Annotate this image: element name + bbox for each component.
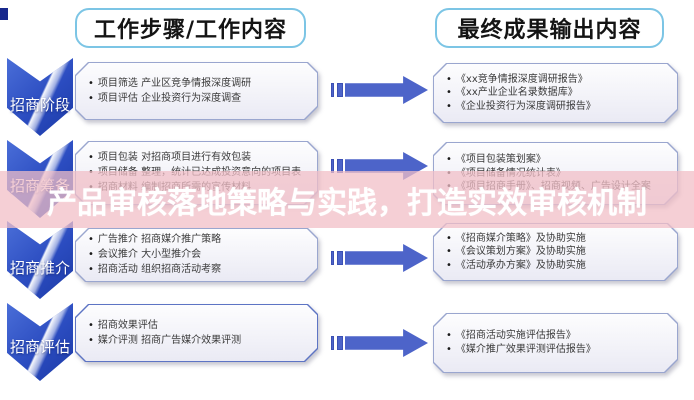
output-item: 《项目包装策划案》 — [446, 154, 671, 166]
output-item: 《招商活动实施评估报告》 — [446, 330, 671, 342]
work-item: 会议推介 大小型推介会 — [88, 249, 311, 261]
work-box-row3: 广告推介 招商媒介推广策略 会议推介 大小型推介会 招商活动 组织招商活动考察 — [75, 228, 318, 282]
final-output-header: 最终成果输出内容 — [435, 8, 664, 48]
work-item: 招商效果评估 — [88, 320, 311, 332]
work-box-row4: 招商效果评估 媒介评测 招商广告媒介效果评测 — [75, 304, 318, 362]
work-item: 媒介评测 招商广告媒介效果评测 — [88, 335, 311, 347]
output-box-row3: 《招商媒介策略》及协助实施 《会议策划方案》及协助实施 《活动承办方案》及协助实… — [433, 223, 678, 281]
banner-title: 产品审核落地策略与实践，打造实效审核机制 — [47, 185, 647, 221]
output-item: 《媒介推广效果评测评估报告》 — [446, 344, 671, 356]
output-item: 《xx产业企业名录数据库》 — [446, 87, 671, 99]
stage-label-recruit-phase: 招商阶段 — [9, 96, 70, 114]
stage-label-recruit-eval: 招商评估 — [9, 338, 70, 356]
work-box-row1: 项目筛选 产业区竞争情报深度调研 项目评估 企业投资行为深度调查 — [75, 62, 318, 120]
output-box-row4: 《招商活动实施评估报告》 《媒介推广效果评测评估报告》 — [433, 313, 678, 373]
stage-label-recruit-promo: 招商推介 — [9, 259, 70, 277]
output-item: 《招商媒介策略》及协助实施 — [446, 233, 671, 245]
output-item: 《xx竞争情报深度调研报告》 — [446, 74, 671, 86]
output-box-row1: 《xx竞争情报深度调研报告》 《xx产业企业名录数据库》 《企业投资行为深度调研… — [433, 63, 678, 123]
title-banner-overlay: 产品审核落地策略与实践，打造实效审核机制 — [0, 171, 694, 228]
corner-decoration — [0, 8, 8, 20]
work-item: 项目包装 对招商项目进行有效包装 — [88, 152, 311, 164]
work-item: 项目筛选 产业区竞争情报深度调研 — [88, 78, 311, 90]
work-item: 项目评估 企业投资行为深度调查 — [88, 93, 311, 105]
output-item: 《企业投资行为深度调研报告》 — [446, 101, 671, 113]
output-item: 《会议策划方案》及协助实施 — [446, 246, 671, 258]
work-steps-header: 工作步骤/工作内容 — [75, 8, 306, 48]
work-item: 招商活动 组织招商活动考察 — [88, 264, 311, 276]
output-item: 《活动承办方案》及协助实施 — [446, 260, 671, 272]
work-item: 广告推介 招商媒介推广策略 — [88, 234, 311, 246]
